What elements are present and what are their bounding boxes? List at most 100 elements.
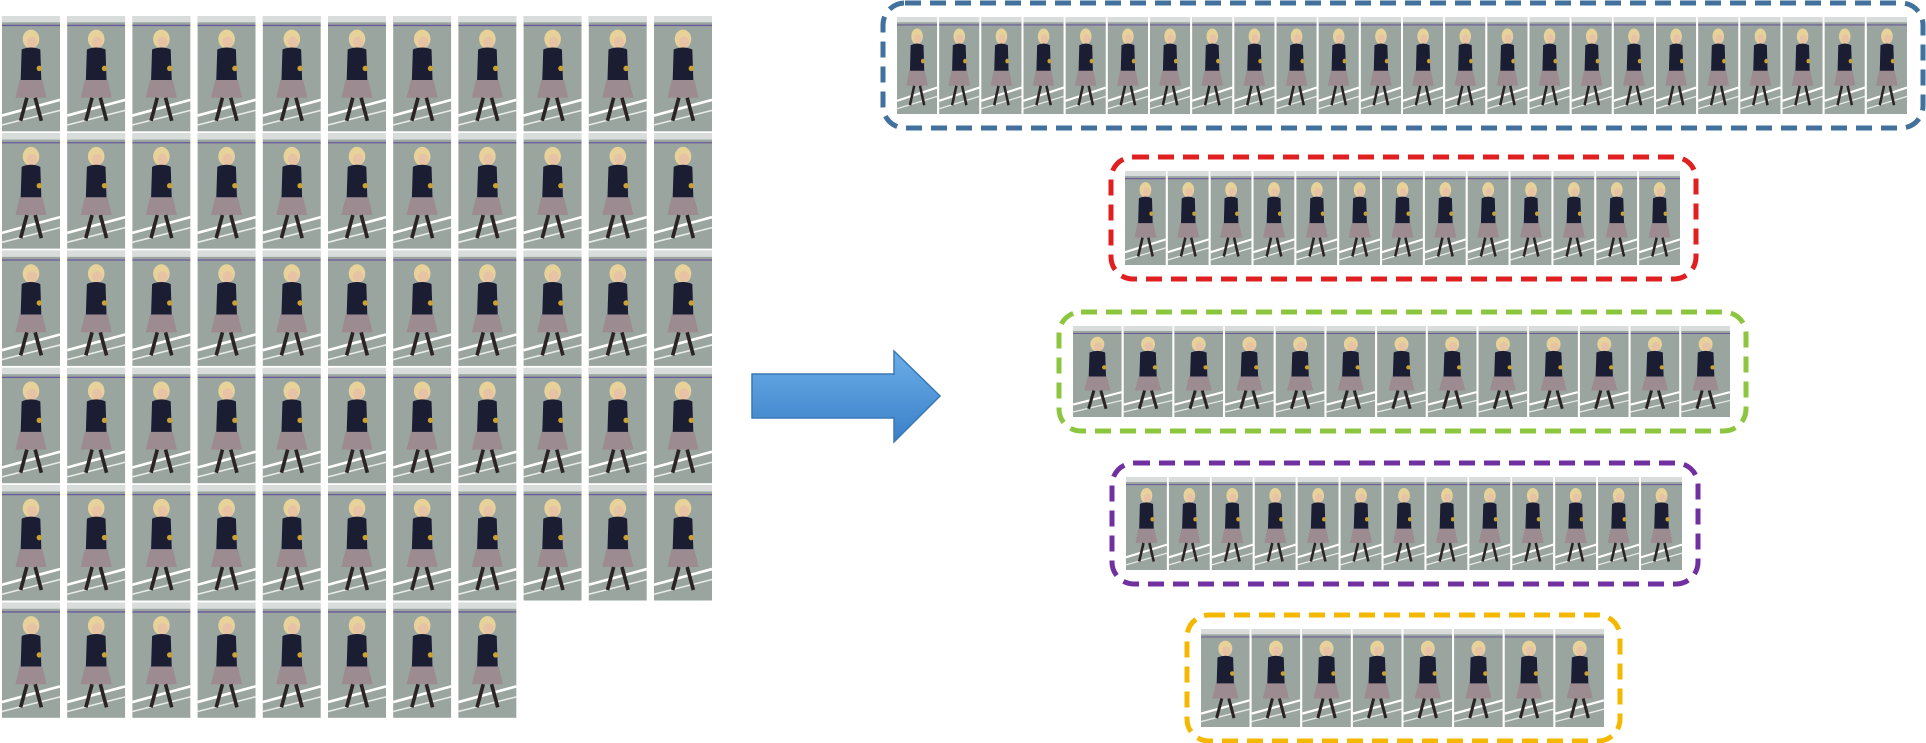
sequence-frame bbox=[1679, 324, 1732, 419]
frame-separator bbox=[1553, 629, 1556, 727]
frame-separator bbox=[190, 367, 193, 484]
source-frame bbox=[586, 366, 649, 486]
dashed-group-border bbox=[1109, 460, 1701, 587]
source-frame bbox=[652, 131, 714, 251]
source-frame bbox=[391, 366, 454, 486]
sequence-frame bbox=[1738, 15, 1783, 116]
frame-separator bbox=[255, 602, 258, 718]
frame-separator bbox=[125, 250, 128, 366]
sequence-frame bbox=[1359, 15, 1403, 116]
sequence-frame bbox=[1252, 169, 1296, 267]
frame-separator bbox=[125, 133, 128, 249]
frame-separator bbox=[1476, 326, 1479, 417]
frame-separator bbox=[712, 367, 714, 484]
frame-separator bbox=[60, 16, 62, 132]
sequence-frame bbox=[1527, 324, 1580, 419]
sequence-frame bbox=[1294, 169, 1339, 267]
frame-separator bbox=[60, 602, 62, 718]
frame-separator bbox=[712, 250, 714, 366]
frame-separator bbox=[125, 602, 128, 718]
frame-separator bbox=[190, 133, 193, 249]
sequence-frame bbox=[1780, 15, 1825, 116]
source-frame bbox=[521, 14, 584, 134]
frame-separator bbox=[451, 16, 454, 132]
sequence-frame bbox=[1300, 627, 1353, 729]
source-frame bbox=[260, 14, 323, 134]
frame-separator bbox=[1148, 17, 1150, 114]
source-frame bbox=[326, 483, 388, 603]
source-frame bbox=[456, 131, 519, 251]
frame-separator bbox=[712, 16, 714, 132]
frame-separator bbox=[1166, 477, 1169, 570]
frame-separator bbox=[1508, 171, 1511, 265]
frame-separator bbox=[386, 602, 388, 718]
frame-separator bbox=[1273, 326, 1276, 417]
frame-separator bbox=[516, 367, 519, 484]
sequence-frame bbox=[1166, 169, 1211, 267]
frame-separator bbox=[1358, 17, 1361, 114]
sequence-frame bbox=[1071, 324, 1124, 419]
frame-separator bbox=[1510, 477, 1513, 570]
source-frame bbox=[326, 366, 388, 486]
source-frame bbox=[652, 483, 714, 603]
frame-separator bbox=[1251, 171, 1254, 265]
frame-separator bbox=[1375, 326, 1378, 417]
source-frame bbox=[652, 248, 714, 368]
sequence-frame bbox=[1122, 324, 1174, 419]
frame-separator bbox=[1249, 629, 1252, 727]
frame-separator bbox=[516, 602, 519, 718]
frame-separator bbox=[255, 485, 258, 601]
sequence-groups bbox=[880, 0, 1926, 743]
frame-separator bbox=[1680, 171, 1682, 265]
source-frame bbox=[0, 248, 62, 368]
source-frame bbox=[326, 600, 388, 720]
frame-separator bbox=[451, 602, 454, 718]
source-frame bbox=[456, 14, 519, 134]
frame-separator bbox=[1679, 326, 1682, 417]
frame-separator bbox=[1295, 477, 1298, 570]
source-frame bbox=[65, 248, 128, 368]
sequence-frame bbox=[1612, 15, 1656, 116]
frame-separator bbox=[1527, 326, 1530, 417]
sequence-frame bbox=[1578, 324, 1631, 419]
frame-separator bbox=[979, 17, 982, 114]
frame-separator bbox=[1232, 17, 1235, 114]
sequence-frame bbox=[1382, 475, 1426, 572]
frame-separator bbox=[1300, 629, 1303, 727]
sequence-frame bbox=[1426, 324, 1479, 419]
frame-separator bbox=[255, 250, 258, 366]
source-frame bbox=[130, 248, 193, 368]
source-frame bbox=[0, 131, 62, 251]
source-frame bbox=[456, 600, 519, 720]
frame-separator bbox=[1452, 629, 1455, 727]
source-frame bbox=[652, 14, 714, 134]
sequence-frame bbox=[1172, 324, 1225, 419]
source-frame bbox=[195, 483, 258, 603]
source-frame bbox=[195, 366, 258, 486]
source-frame bbox=[260, 483, 323, 603]
source-frame bbox=[130, 131, 193, 251]
source-frame bbox=[65, 483, 128, 603]
frame-separator bbox=[1611, 17, 1614, 114]
source-frame bbox=[521, 131, 584, 251]
sequence-group-3 bbox=[1056, 309, 1749, 434]
sequence-frame bbox=[1124, 475, 1169, 572]
source-frame bbox=[195, 600, 258, 720]
source-frame bbox=[0, 600, 62, 720]
frame-separator bbox=[1553, 477, 1556, 570]
sequence-frame bbox=[1594, 169, 1639, 267]
sequence-frame bbox=[1339, 475, 1384, 572]
source-frame bbox=[65, 14, 128, 134]
source-frame bbox=[326, 248, 388, 368]
frame-separator bbox=[937, 17, 940, 114]
sequence-frame bbox=[1696, 15, 1740, 116]
sequence-frame bbox=[1232, 15, 1277, 116]
sequence-frame bbox=[1424, 475, 1469, 572]
frame-separator bbox=[646, 485, 649, 601]
sequence-frame bbox=[1209, 169, 1254, 267]
sequence-frame bbox=[1296, 475, 1341, 572]
frame-separator bbox=[190, 250, 193, 366]
source-frame bbox=[391, 131, 454, 251]
sequence-group-4 bbox=[1109, 460, 1701, 587]
frame-separator bbox=[1324, 326, 1327, 417]
